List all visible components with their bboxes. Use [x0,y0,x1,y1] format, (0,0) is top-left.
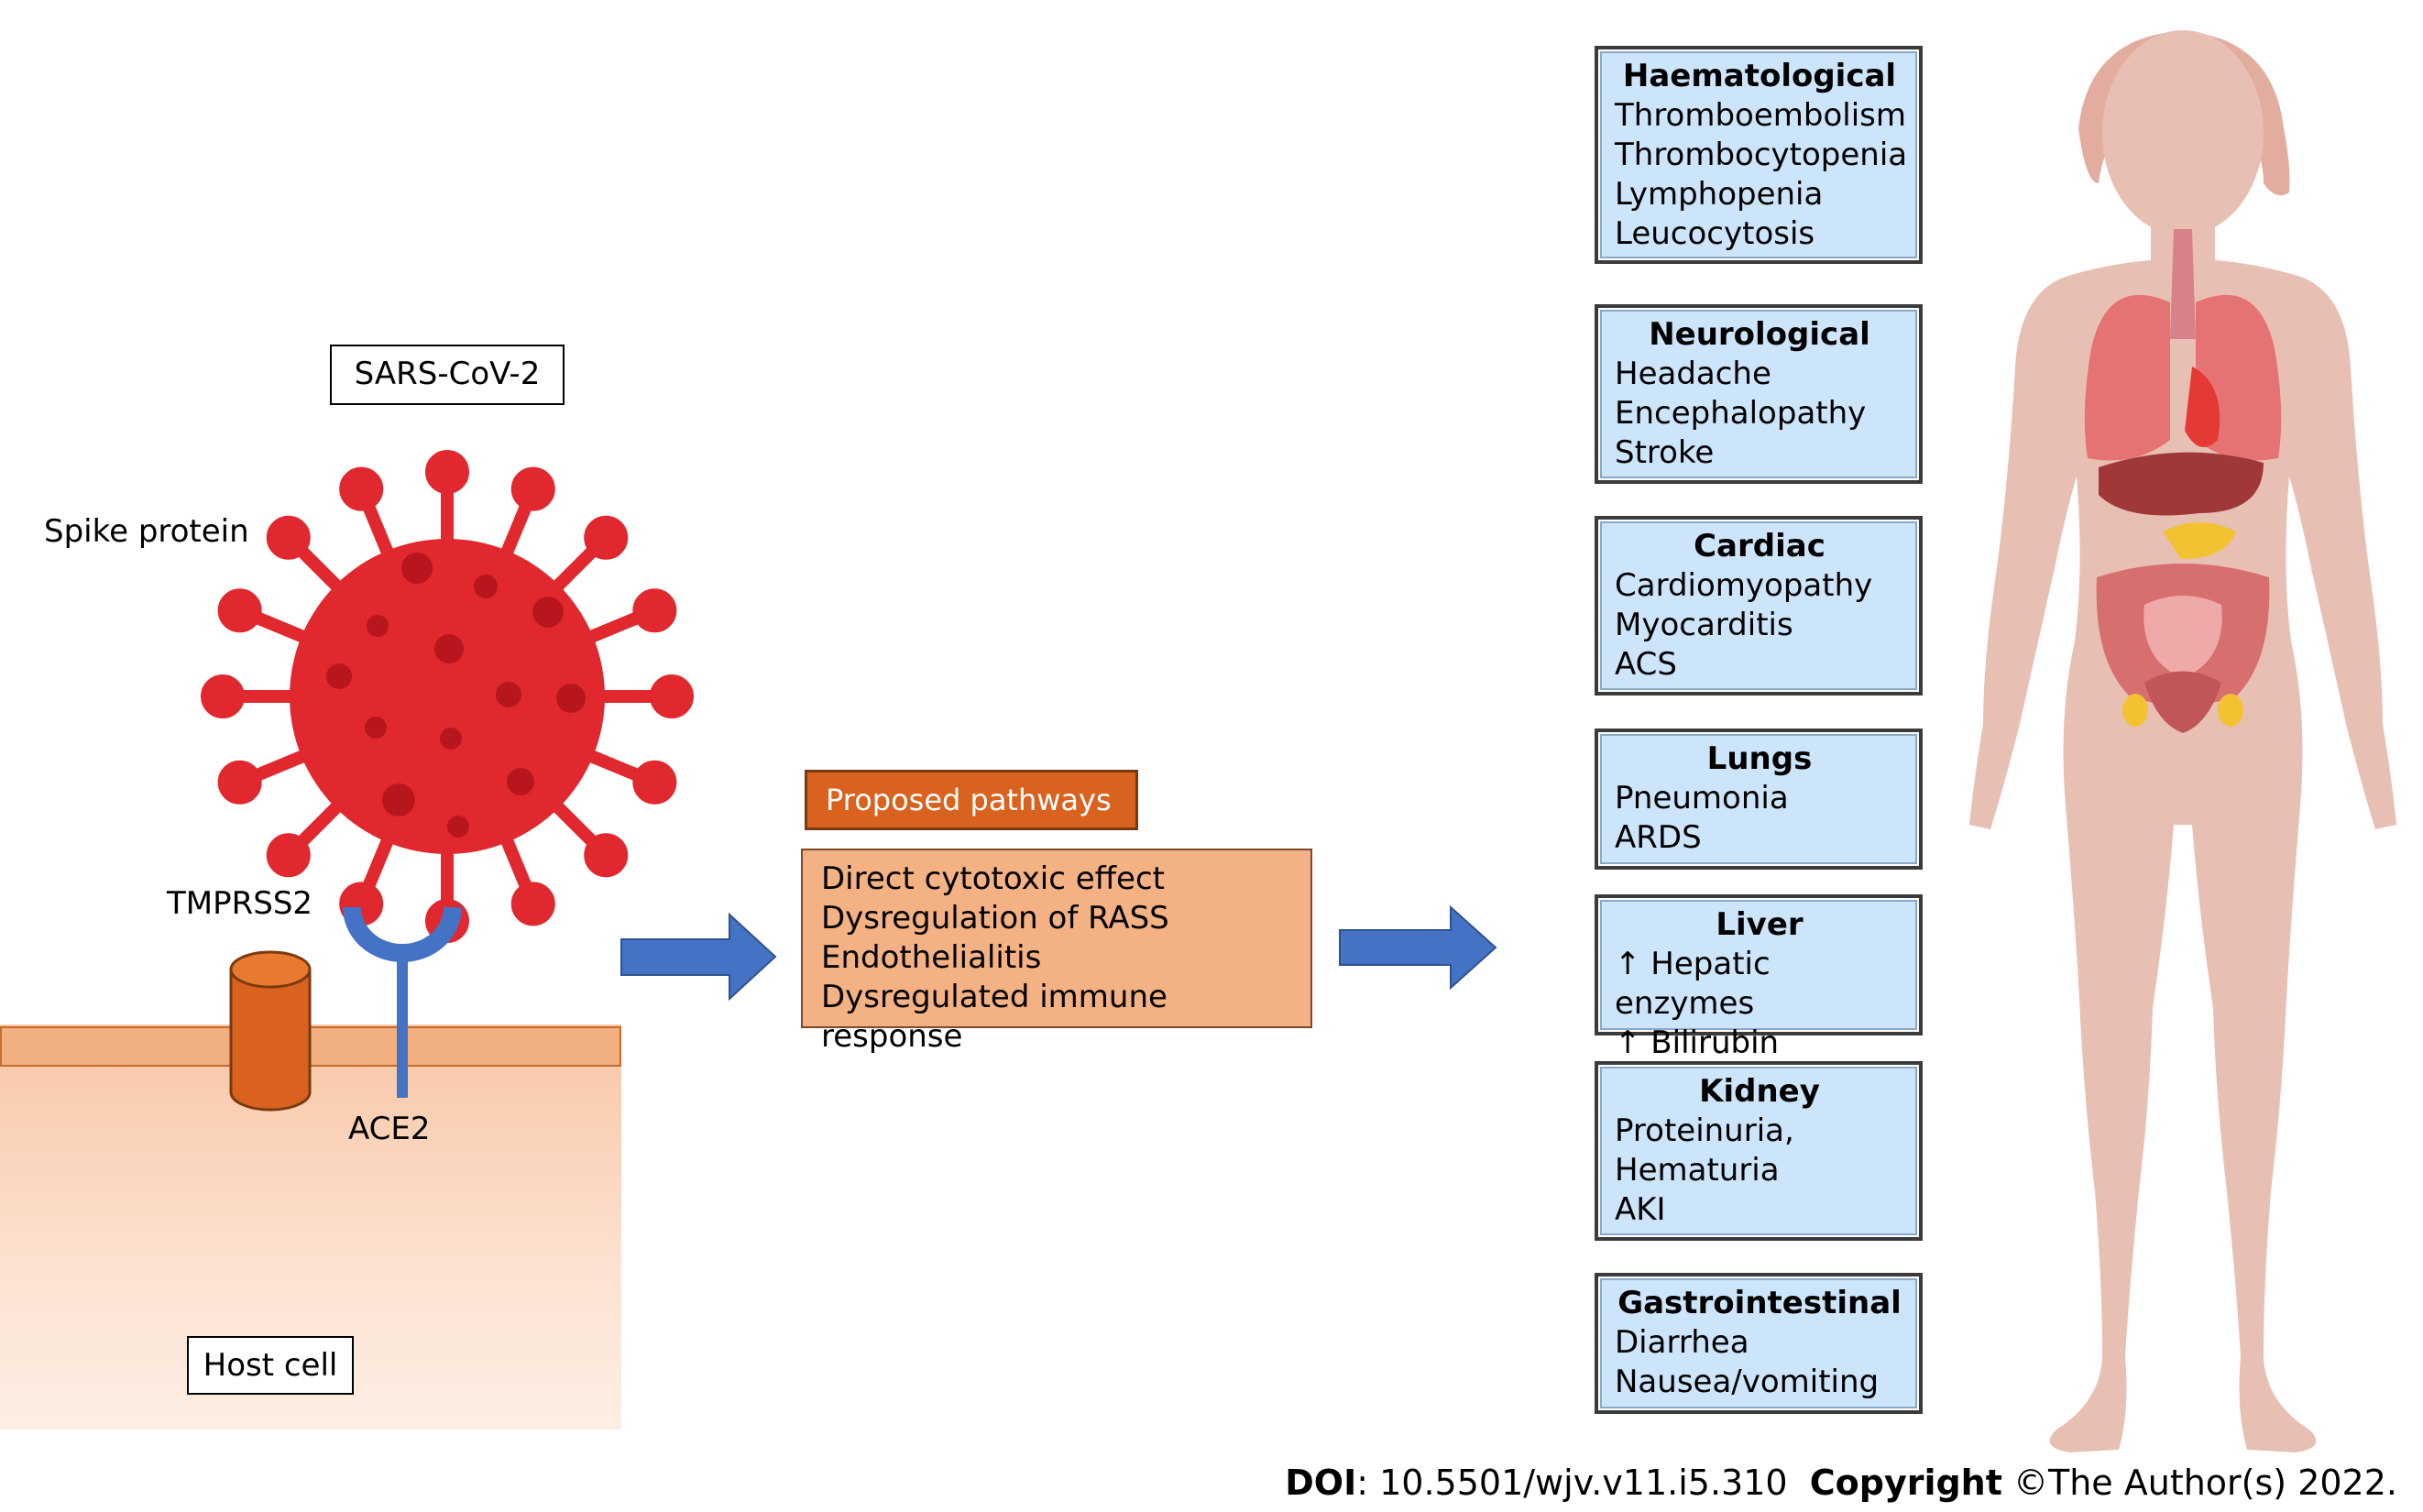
organ-item: Myocarditis [1615,607,1793,643]
virus-spike-tip [266,833,311,878]
virus-spike-tip [510,466,555,511]
organ-item: Nausea/vomiting [1615,1364,1880,1400]
organ-item: Leucocytosis [1615,215,1815,252]
organ-item: ACS [1615,646,1677,683]
pathway-item: Dysregulated immune response [821,979,1168,1055]
organ-title: Neurological [1649,316,1870,353]
virus-spike-tip [632,588,677,633]
virus-spots [326,553,586,838]
organ-title: Lungs [1706,740,1813,777]
pathway-item: Direct cytotoxic effect [821,860,1165,897]
organ-item: ↑ Hepatic enzymes [1615,946,1771,1022]
virus-spike-tip [266,515,311,560]
virus-spike-tip [650,674,694,718]
organ-item: Pneumonia [1615,780,1789,816]
spike-protein-label: Spike protein [44,513,249,550]
organ-box-cardiac: Cardiac Cardiomyopathy Myocarditis ACS [1595,516,1923,696]
virus-label: SARS-CoV-2 [330,345,565,405]
organ-box-lungs: Lungs Pneumonia ARDS [1595,729,1923,870]
doi-value: : 10.5501/wjv.v11.i5.310 [1356,1463,1788,1503]
virus-spike-tip [584,515,629,560]
copyright-value: ©The Author(s) 2022. [2001,1463,2397,1503]
virus-spike-tip [217,760,262,805]
pathway-item: Endothelialitis [821,939,1042,976]
organ-box-liver: Liver ↑ Hepatic enzymes ↑ Bilirubin [1595,894,1923,1061]
ace2-label: ACE2 [348,1111,431,1147]
human-body-icon [1969,30,2396,1452]
organ-item: Lymphopenia [1615,176,1824,213]
virus-spike-tip [510,882,555,926]
organ-item: ARDS [1615,819,1702,856]
organ-item: Thromboembolism [1615,97,1907,134]
virus-spike-tip [201,674,245,718]
organ-title: Kidney [1699,1073,1820,1110]
organ-item: Stroke [1615,434,1715,471]
organ-title: Haematological [1622,58,1897,94]
organ-item: Cardiomyopathy [1615,567,1873,604]
organ-box-gastrointestinal: Gastrointestinal Diarrhea Nausea/vomitin… [1595,1273,1923,1414]
organ-item: Proteinuria, [1615,1112,1794,1149]
organ-title: Liver [1716,906,1804,943]
ace2-receptor-icon [343,906,462,1098]
organ-title: Cardiac [1694,528,1825,564]
organ-item: AKI [1615,1191,1666,1228]
organ-item: ↑ Bilirubin [1615,1024,1780,1061]
organ-box-neurological: Neurological Headache Encephalopathy Str… [1595,304,1923,484]
organ-box-haematological: Haematological Thromboembolism Thrombocy… [1595,46,1923,264]
doi-copyright-footer: DOI: 10.5501/wjv.v11.i5.310 Copyright ©T… [1285,1463,2397,1503]
virus-spikes [201,450,694,943]
tmprss2-label: TMPRSS2 [167,885,313,922]
organ-item: Headache [1615,356,1771,392]
organ-item: Thrombocytopenia [1615,137,1908,173]
organ-title: Gastrointestinal [1617,1285,1902,1321]
organ-item: Encephalopathy [1615,395,1867,432]
tmprss2-protease-icon [229,950,312,1112]
proposed-pathways-header: Proposed pathways [805,770,1138,830]
virus-spike-tip [217,588,262,633]
pathway-item: Dysregulation of RASS [821,900,1169,937]
organ-item: Diarrhea [1615,1324,1749,1361]
arrow-right-icon [620,912,777,1002]
organ-box-kidney: Kidney Proteinuria, Hematuria AKI [1595,1061,1923,1241]
host-cell-label: Host cell [187,1336,354,1395]
doi-label: DOI [1285,1463,1357,1503]
virus-spike-tip [584,833,629,878]
virus-spike-tip [425,450,469,494]
virus-spike-tip [632,760,677,805]
virus-spike-tip [339,466,384,511]
arrow-right-icon [1339,904,1497,991]
proposed-pathways-box: Direct cytotoxic effect Dysregulation of… [801,849,1312,1055]
organ-item: Hematuria [1615,1152,1780,1189]
copyright-label: Copyright [1809,1463,2002,1503]
